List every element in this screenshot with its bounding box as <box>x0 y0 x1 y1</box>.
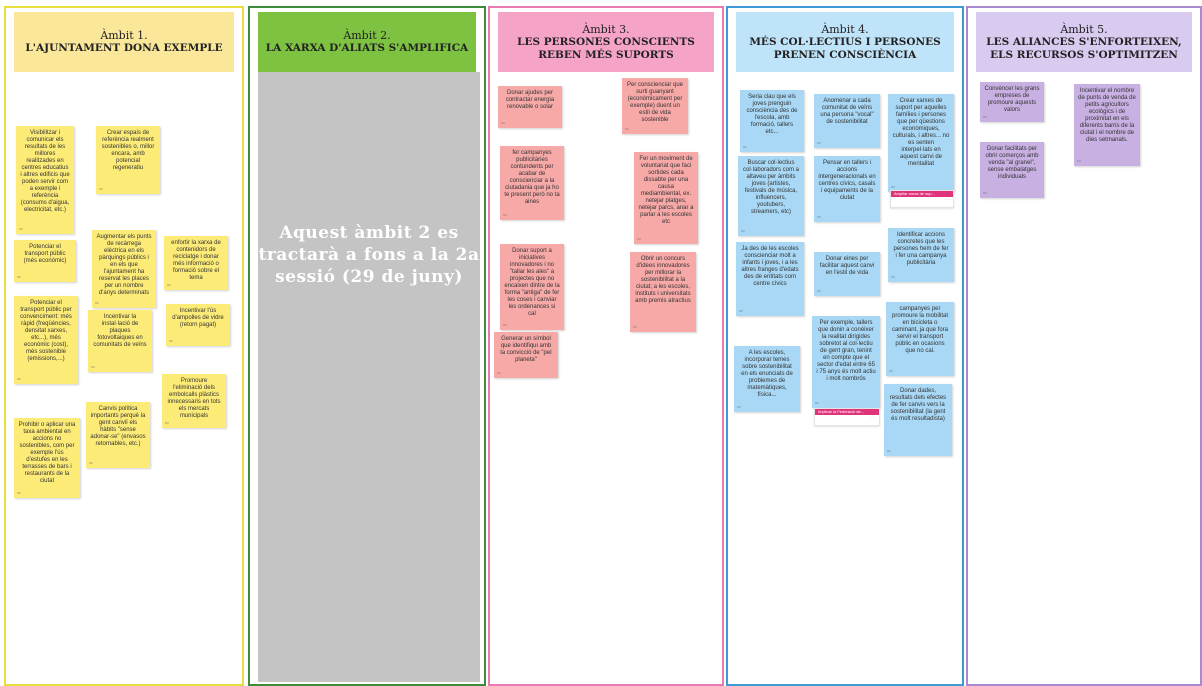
link-card[interactable]: Ampliar xarxa de sup... · · · <box>890 190 954 208</box>
sticky-note[interactable]: Seria clau que els joves prenguin consci… <box>740 90 804 152</box>
placeholder-panel: Aquest àmbit 2 es tractarà a fons a la 2… <box>258 72 480 682</box>
link-card[interactable]: Implicar la Federació de... · · · <box>814 408 880 426</box>
link-card-title: Implicar la Federació de... <box>815 409 879 415</box>
sticky-note[interactable]: Canvis política importants perquè la gen… <box>86 402 150 468</box>
column-subtitle-3: LES PERSONES CONSCIENTS REBEN MÉS SUPORT… <box>517 35 695 61</box>
sticky-note[interactable]: Identificar accions concretes que les pe… <box>888 228 954 282</box>
sticky-note[interactable]: Incentivar el nombre de punts de venda d… <box>1074 84 1140 166</box>
sticky-note[interactable]: Donar ajudes per contractar energia reno… <box>498 86 562 128</box>
sticky-note[interactable]: Per conscienciar que surti guanyant (eco… <box>622 78 688 134</box>
sticky-note[interactable]: Obrir un concurs d'idees innovadores per… <box>630 252 696 332</box>
column-title-5: Àmbit 5. <box>1060 22 1108 36</box>
sticky-note[interactable]: Donar suport a iniciatives innovadores i… <box>500 244 564 330</box>
sticky-note[interactable]: Donar dades, resultats dels efectes de f… <box>884 384 952 456</box>
sticky-note[interactable]: Convèncer les grans empreses de promoure… <box>980 82 1044 122</box>
column-ambit-5: Àmbit 5. LES ALIANCES S'ENFORTEIXEN, ELS… <box>966 6 1202 686</box>
column-subtitle-2: LA XARXA D'ALIATS S'AMPLIFICA <box>265 42 469 54</box>
column-title-2: Àmbit 2. <box>343 29 391 42</box>
sticky-note[interactable]: Donar eines per facilitar aquest canvi e… <box>814 252 880 296</box>
column-subtitle-5: LES ALIANCES S'ENFORTEIXEN, ELS RECURSOS… <box>986 35 1182 61</box>
sticky-note[interactable]: Incentivar la instal·lació de plaques fo… <box>88 310 152 372</box>
sticky-note[interactable]: Generar un símbol que identifiqui amb la… <box>494 332 558 378</box>
sticky-note[interactable]: Buscar col·lectius col·laboradors com a … <box>738 156 804 236</box>
sticky-note[interactable]: campanyes per promoure la mobilitat en b… <box>886 302 954 376</box>
column-title-4: Àmbit 4. <box>821 22 869 36</box>
sticky-note[interactable]: Donar facilitats per obrir comerços amb … <box>980 142 1044 198</box>
column-ambit-3: Àmbit 3. LES PERSONES CONSCIENTS REBEN M… <box>488 6 724 686</box>
column-header-1: Àmbit 1. L'AJUNTAMENT DONA EXEMPLE <box>14 12 234 72</box>
column-subtitle-1: L'AJUNTAMENT DONA EXEMPLE <box>25 42 223 54</box>
sticky-note[interactable]: Pensar en tallers i accions intergenerac… <box>814 156 880 222</box>
sticky-note[interactable]: Visibilitzar i comunicar els resultats d… <box>16 126 74 234</box>
sticky-note[interactable]: Incentivar l'ús d'ampolles de vidre (ret… <box>166 304 230 346</box>
sticky-note[interactable]: Per exemple, tallers que donin a conèixe… <box>812 316 880 408</box>
column-header-4: Àmbit 4. MÉS COL·LECTIUS I PERSONES PREN… <box>736 12 954 72</box>
sticky-note[interactable]: Augmentar els punts de recàrrega elèctri… <box>92 230 156 308</box>
sticky-note[interactable]: Crear espais de referència realment sost… <box>96 126 160 194</box>
sticky-note[interactable]: Prohibir o aplicar una taxa ambiental en… <box>14 418 80 498</box>
column-ambit-2: Àmbit 2. LA XARXA D'ALIATS S'AMPLIFICA A… <box>248 6 486 686</box>
column-header-5: Àmbit 5. LES ALIANCES S'ENFORTEIXEN, ELS… <box>976 12 1192 72</box>
column-header-2: Àmbit 2. LA XARXA D'ALIATS S'AMPLIFICA <box>258 12 476 72</box>
sticky-note[interactable]: Potenciar el transport públic (més econò… <box>14 240 76 282</box>
column-header-3: Àmbit 3. LES PERSONES CONSCIENTS REBEN M… <box>498 12 714 72</box>
sticky-note[interactable]: Fer un moviment de voluntariat que faci … <box>634 152 698 244</box>
placeholder-message: Aquest àmbit 2 es tractarà a fons a la 2… <box>258 223 480 287</box>
sticky-note[interactable]: enfortir la xarxa de contenidors de reci… <box>164 236 228 290</box>
sticky-note[interactable]: Potenciar el transport públic per conven… <box>14 296 78 384</box>
column-title-3: Àmbit 3. <box>582 22 630 36</box>
sticky-note[interactable]: Ja des de les escoles conscienciar molt … <box>736 242 804 316</box>
sticky-note[interactable]: Anomenar a cada comunitat de veïns una p… <box>814 94 880 148</box>
sticky-note[interactable]: fer campanyes publicitàries contundents … <box>500 146 564 220</box>
sticky-note[interactable]: A les escoles, incorporar temes sobre so… <box>734 346 800 412</box>
column-ambit-1: Àmbit 1. L'AJUNTAMENT DONA EXEMPLE Visib… <box>4 6 244 686</box>
link-card-title: Ampliar xarxa de sup... <box>891 191 953 197</box>
column-subtitle-4: MÉS COL·LECTIUS I PERSONES PRENEN CONSCI… <box>749 35 941 61</box>
sticky-note[interactable]: Promoure l'eliminació dels embolcalls pl… <box>162 374 226 428</box>
column-ambit-4: Àmbit 4. MÉS COL·LECTIUS I PERSONES PREN… <box>726 6 964 686</box>
sticky-note[interactable]: Crear xarxes de suport per aquelles famí… <box>888 94 954 192</box>
column-title-1: Àmbit 1. <box>100 29 148 42</box>
